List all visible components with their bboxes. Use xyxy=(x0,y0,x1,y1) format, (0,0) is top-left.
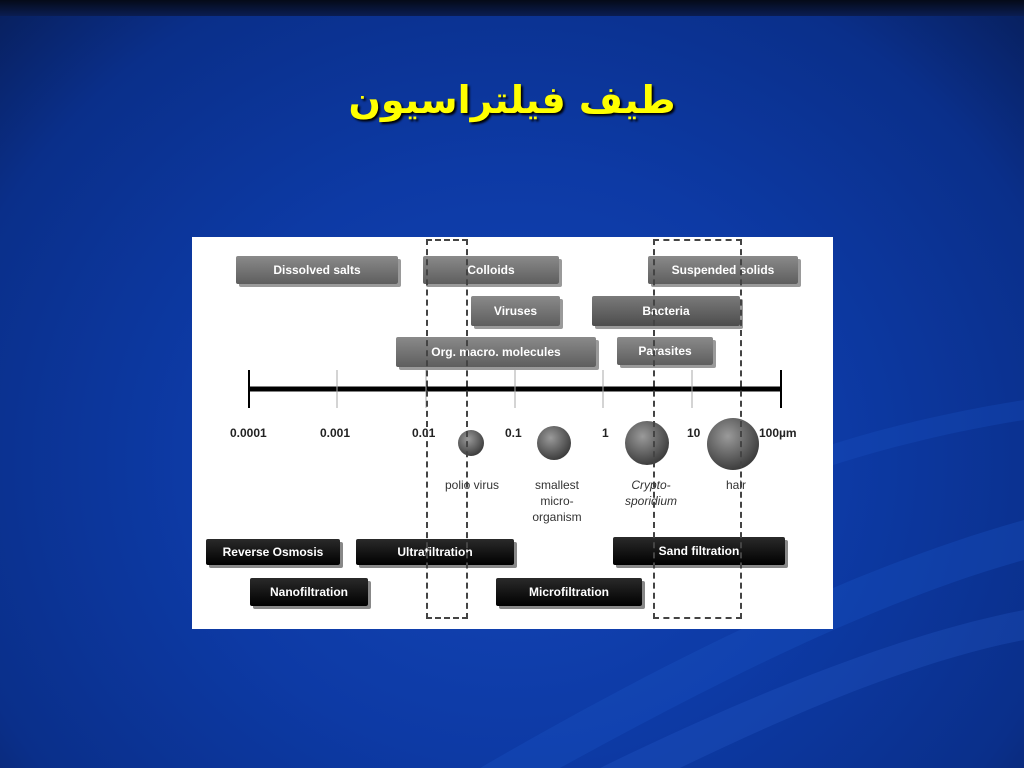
tag-sand-filtration: Sand filtration xyxy=(613,537,785,565)
tick-10: 10 xyxy=(687,426,701,440)
tick-100um: 100µm xyxy=(759,426,797,440)
tick-0.1: 0.1 xyxy=(505,426,522,440)
label-polio-virus: polio virus xyxy=(444,478,500,492)
highlight-box-suspended-range xyxy=(653,239,742,619)
tag-viruses: Viruses xyxy=(471,296,560,326)
tick-0.001: 0.001 xyxy=(320,426,351,440)
tag-colloids: Colloids xyxy=(423,256,559,284)
tick-0.01: 0.01 xyxy=(412,426,436,440)
tag-dissolved-salts: Dissolved salts xyxy=(236,256,398,284)
cryptosporidium-icon xyxy=(625,421,669,465)
tag-microfiltration: Microfiltration xyxy=(496,578,642,606)
tick-0.0001: 0.0001 xyxy=(230,426,267,440)
label-cryptosporidium: Crypto- sporidium xyxy=(624,478,678,508)
hair-icon xyxy=(707,418,759,470)
polio-virus-icon xyxy=(458,430,484,456)
tag-ultrafiltration: Ultrafiltration xyxy=(356,539,514,565)
slide-title: طيف فيلتراسيون xyxy=(348,78,676,122)
tag-reverse-osmosis: Reverse Osmosis xyxy=(206,539,340,565)
highlight-box-colloid-range xyxy=(426,239,468,619)
tag-nanofiltration: Nanofiltration xyxy=(250,578,368,606)
organism-illustrations xyxy=(458,418,759,470)
tag-suspended-solids: Suspended solids xyxy=(648,256,798,284)
filtration-spectrum-diagram: Dissolved salts Colloids Suspended solid… xyxy=(192,237,833,629)
microorganism-icon xyxy=(537,426,571,460)
slide-top-bar xyxy=(0,0,1024,16)
tag-parasites: Parasites xyxy=(617,337,713,365)
tag-org-macro-molecules: Org. macro. molecules xyxy=(396,337,596,367)
label-smallest-microorganism: smallest micro- organism xyxy=(532,478,582,524)
tick-1: 1 xyxy=(602,426,609,440)
